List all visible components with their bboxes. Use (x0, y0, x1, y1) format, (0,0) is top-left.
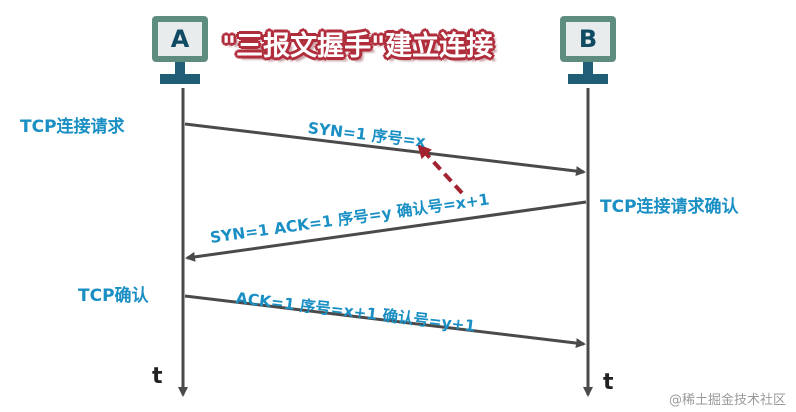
host-b-letter: B (578, 25, 598, 53)
step-b-confirm: TCP连接请求确认 (600, 197, 739, 217)
monitor-b-base (568, 74, 608, 84)
arrow-ack (184, 294, 586, 349)
time-label-a: t (152, 364, 163, 389)
host-a-letter: A (170, 25, 190, 53)
host-b: B (560, 16, 616, 86)
monitor-a-icon: A (152, 16, 208, 62)
arrow-syn-ack (185, 200, 587, 262)
watermark: @稀土掘金技术社区 (668, 393, 786, 408)
monitor-a-neck (175, 62, 185, 74)
ack-reference-arrow (417, 144, 464, 195)
monitor-b-icon: B (560, 16, 616, 62)
host-a: A (152, 16, 208, 86)
arrow-syn (184, 122, 586, 177)
step-a-request: TCP连接请求 (20, 117, 125, 137)
monitor-b-neck (583, 62, 593, 74)
step-a-confirm: TCP确认 (78, 286, 149, 306)
diagram-title: "三报文握手"建立连接 (222, 31, 494, 62)
monitor-a-base (160, 74, 200, 84)
time-label-b: t (603, 370, 614, 395)
